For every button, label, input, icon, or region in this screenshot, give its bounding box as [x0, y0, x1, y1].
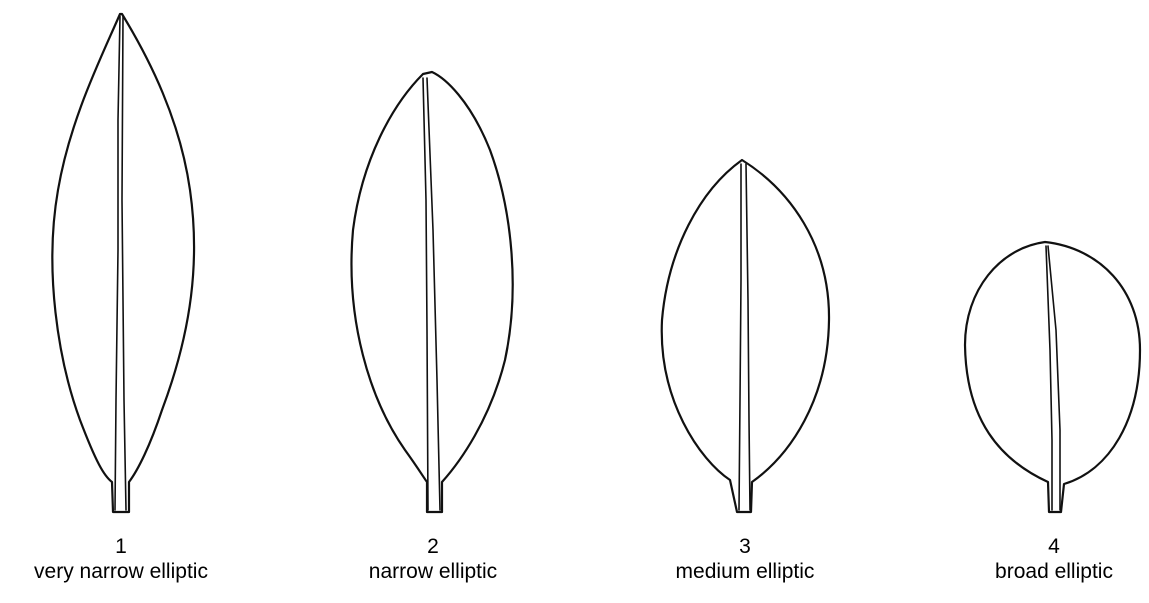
- leaf-2-midrib-inner: [427, 78, 440, 510]
- leaf-2-number: 2: [369, 534, 497, 559]
- leaf-3-name: medium elliptic: [676, 559, 815, 584]
- leaf-2-midrib: [423, 78, 428, 510]
- leaf-3-number: 3: [676, 534, 815, 559]
- leaf-2-outline: [352, 72, 513, 512]
- leaf-4-name: broad elliptic: [995, 559, 1113, 584]
- leaf-3-outline: [662, 160, 829, 512]
- leaf-3-medium-elliptic: [662, 160, 829, 512]
- leaf-1-name: very narrow elliptic: [34, 559, 208, 584]
- leaf-3-midrib-inner: [746, 164, 750, 510]
- leaf-4-broad-elliptic: [965, 242, 1140, 512]
- leaf-1-caption: 1 very narrow elliptic: [34, 534, 208, 584]
- leaf-1-very-narrow-elliptic: [52, 14, 194, 512]
- leaf-2-caption: 2 narrow elliptic: [369, 534, 497, 584]
- leaf-3-caption: 3 medium elliptic: [676, 534, 815, 584]
- leaf-4-caption: 4 broad elliptic: [995, 534, 1113, 584]
- leaf-1-number: 1: [34, 534, 208, 559]
- leaf-3-midrib: [739, 164, 741, 510]
- leaf-1-midrib: [115, 16, 120, 510]
- leaf-2-narrow-elliptic: [352, 72, 513, 512]
- leaf-4-midrib-inner: [1048, 246, 1060, 510]
- leaf-2-name: narrow elliptic: [369, 559, 497, 584]
- leaf-4-number: 4: [995, 534, 1113, 559]
- leaf-1-midrib-inner: [122, 16, 126, 510]
